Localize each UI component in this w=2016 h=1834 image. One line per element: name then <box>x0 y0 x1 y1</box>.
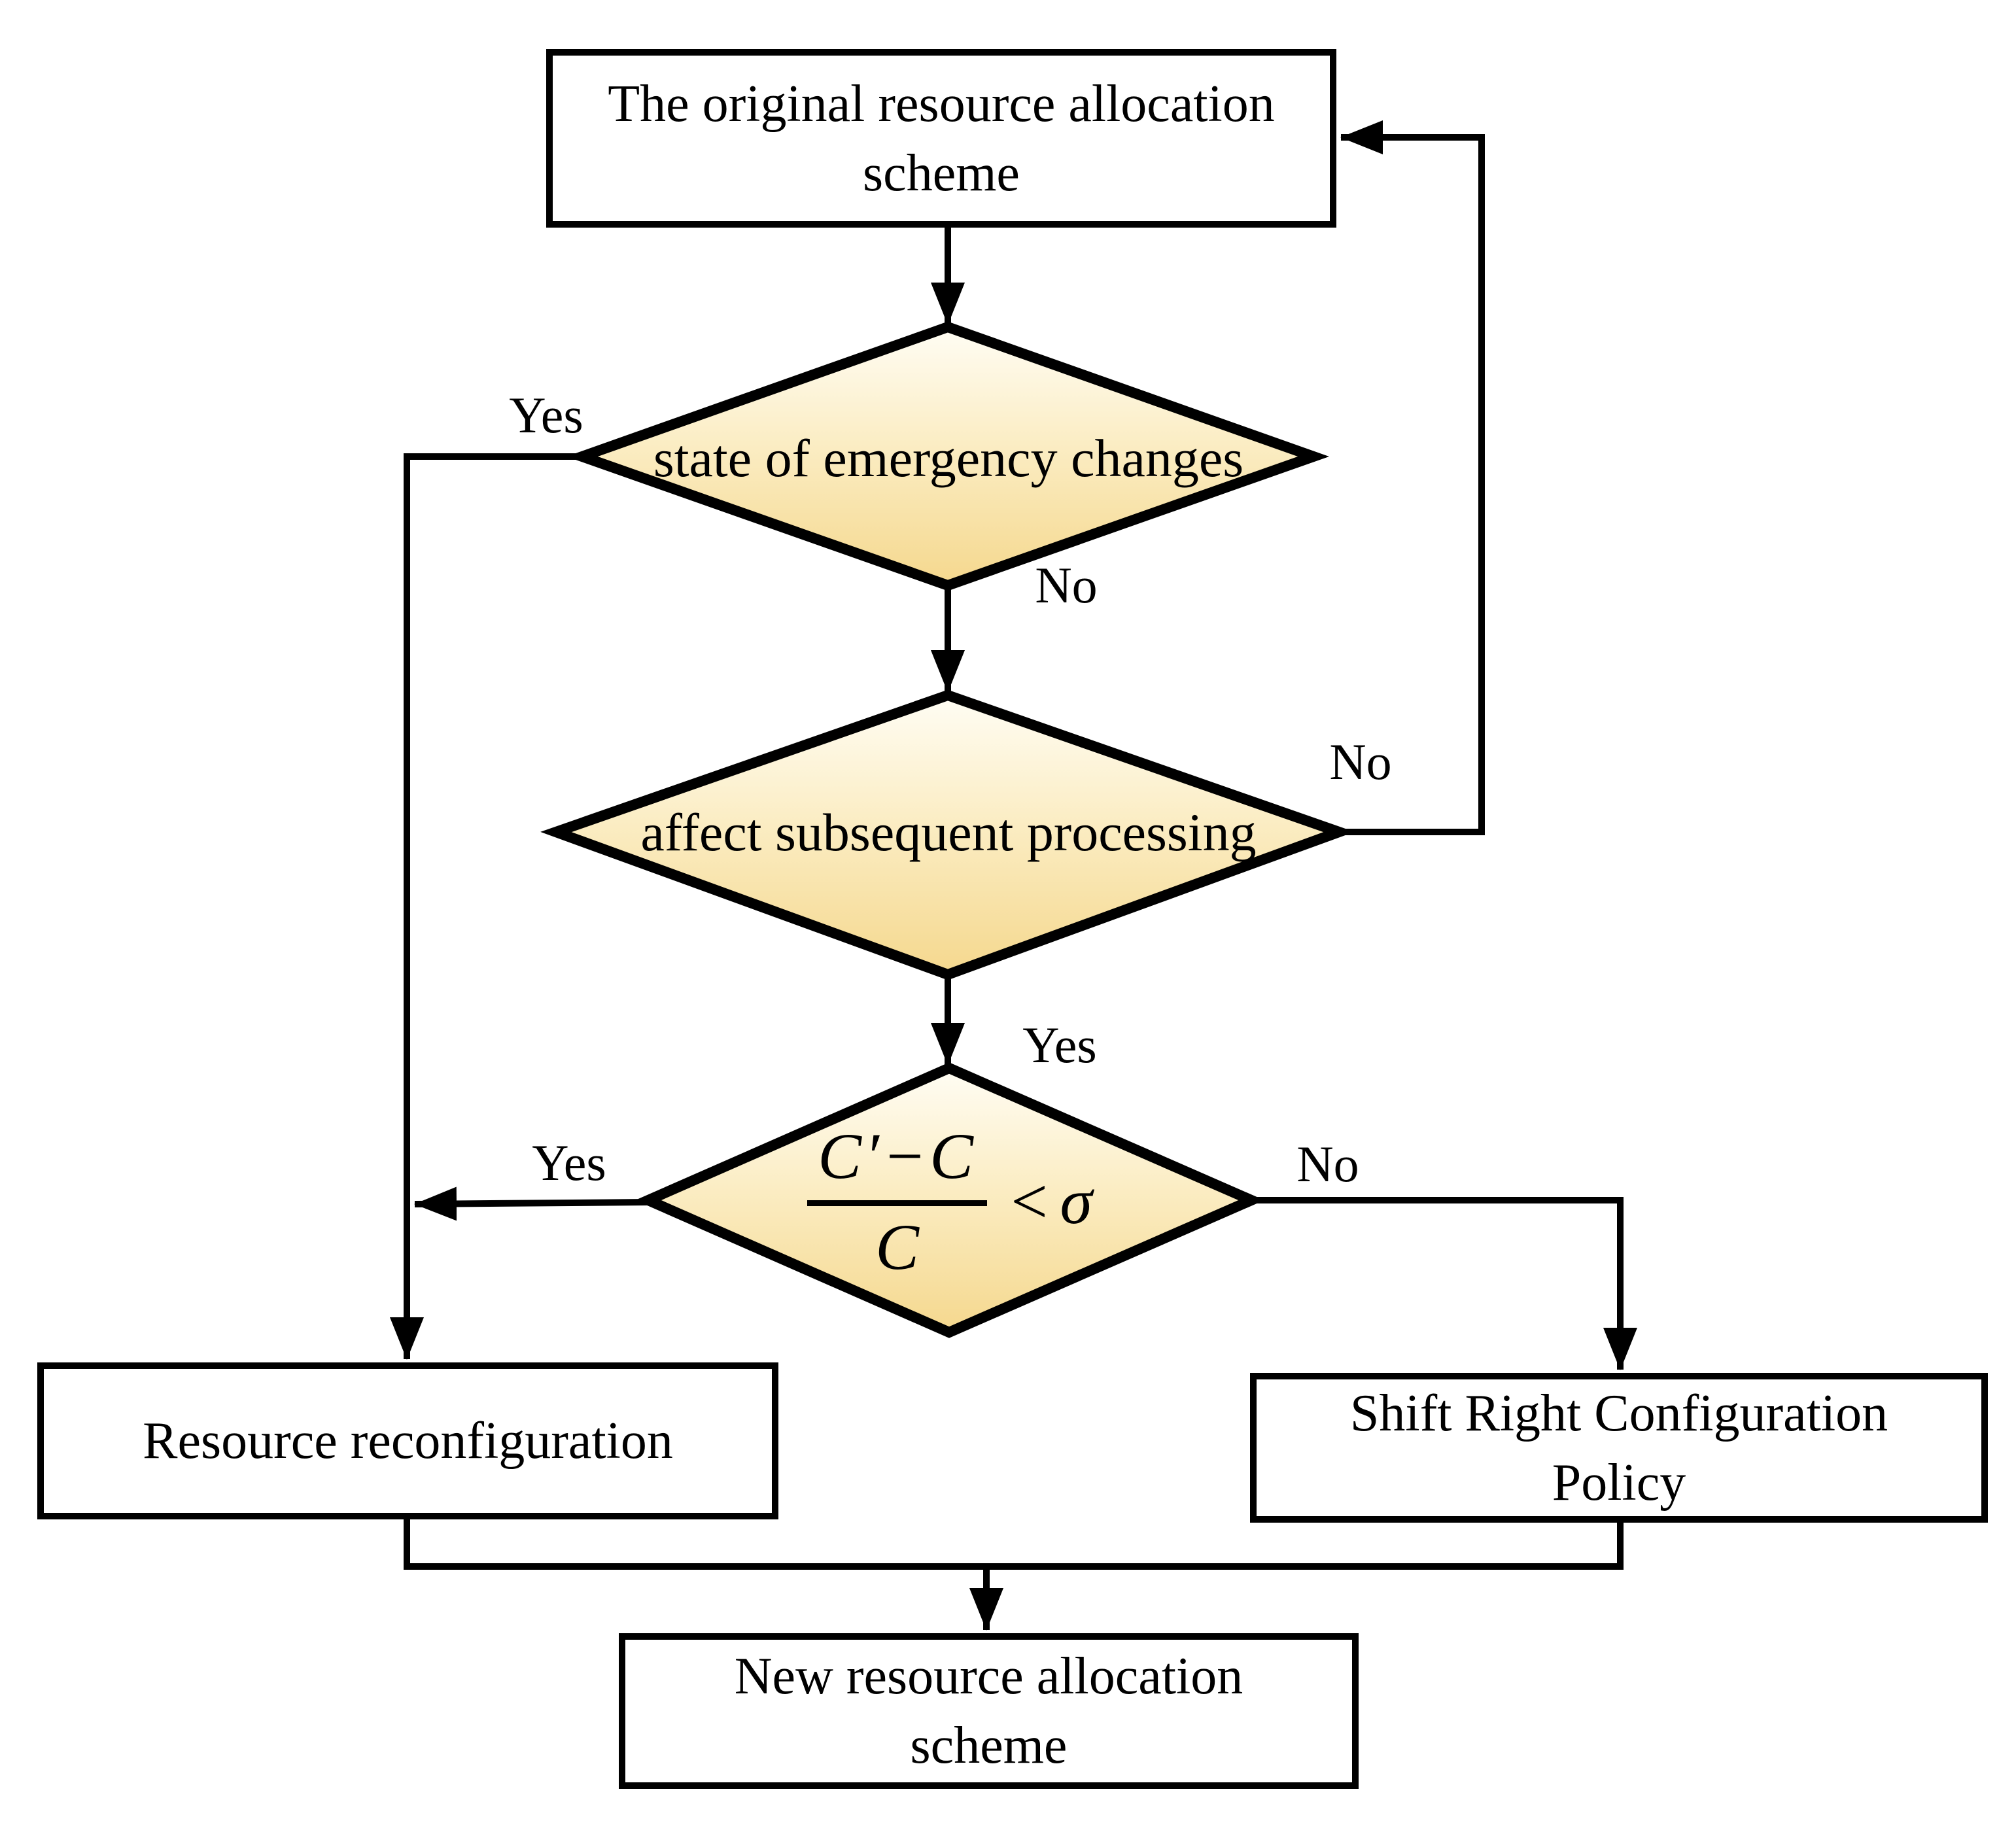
edge-emergency-yes <box>390 453 582 1360</box>
node-shift-right-policy-line1: Shift Right Configuration <box>1349 1384 1888 1442</box>
node-original-scheme-line2: scheme <box>863 144 1020 202</box>
node-resource-reconfiguration-label: Resource reconfiguration <box>143 1406 673 1476</box>
node-shift-right-policy-label: Shift Right Configuration Policy <box>1350 1379 1888 1517</box>
formula-relation-group: < σ <box>1007 1166 1092 1237</box>
edge-threshold-no <box>1251 1197 1637 1370</box>
label-threshold-no: No <box>1296 1135 1359 1192</box>
decision-emergency-shape <box>566 321 1330 591</box>
node-resource-reconfiguration: Resource reconfiguration <box>37 1362 778 1519</box>
node-new-scheme-label: New resource allocation scheme <box>735 1642 1243 1780</box>
node-shift-right-policy: Shift Right Configuration Policy <box>1250 1373 1988 1523</box>
node-resource-reconfiguration-line1: Resource reconfiguration <box>143 1412 673 1470</box>
node-original-scheme: The original resource allocation scheme <box>546 49 1336 228</box>
formula-numerator: C′−C <box>807 1120 987 1206</box>
node-new-scheme-line1: New resource allocation <box>734 1648 1243 1705</box>
label-affect-no: No <box>1329 733 1392 790</box>
decision-affect-shape <box>540 689 1355 980</box>
formula-sigma: σ <box>1060 1165 1092 1237</box>
formula-fraction: C′−C C <box>807 1120 987 1283</box>
node-shift-right-policy-line2: Policy <box>1552 1453 1686 1512</box>
label-emergency-yes: Yes <box>509 386 583 443</box>
node-original-scheme-line1: The original resource allocation <box>608 75 1275 133</box>
edge-merge-connector <box>404 1519 1624 1570</box>
node-original-scheme-label: The original resource allocation scheme <box>608 69 1275 208</box>
edge-affect-no-feedback <box>1339 120 1485 835</box>
formula-denominator: C <box>875 1210 919 1283</box>
label-threshold-yes: Yes <box>532 1133 606 1191</box>
edge-threshold-yes <box>414 1186 649 1221</box>
formula-relation: < <box>1006 1165 1051 1237</box>
node-new-scheme: New resource allocation scheme <box>619 1633 1359 1789</box>
label-affect-yes: Yes <box>1022 1016 1097 1073</box>
threshold-formula: C′−C C < σ <box>721 1094 1179 1309</box>
node-new-scheme-line2: scheme <box>910 1717 1068 1774</box>
label-emergency-no: No <box>1035 557 1098 614</box>
